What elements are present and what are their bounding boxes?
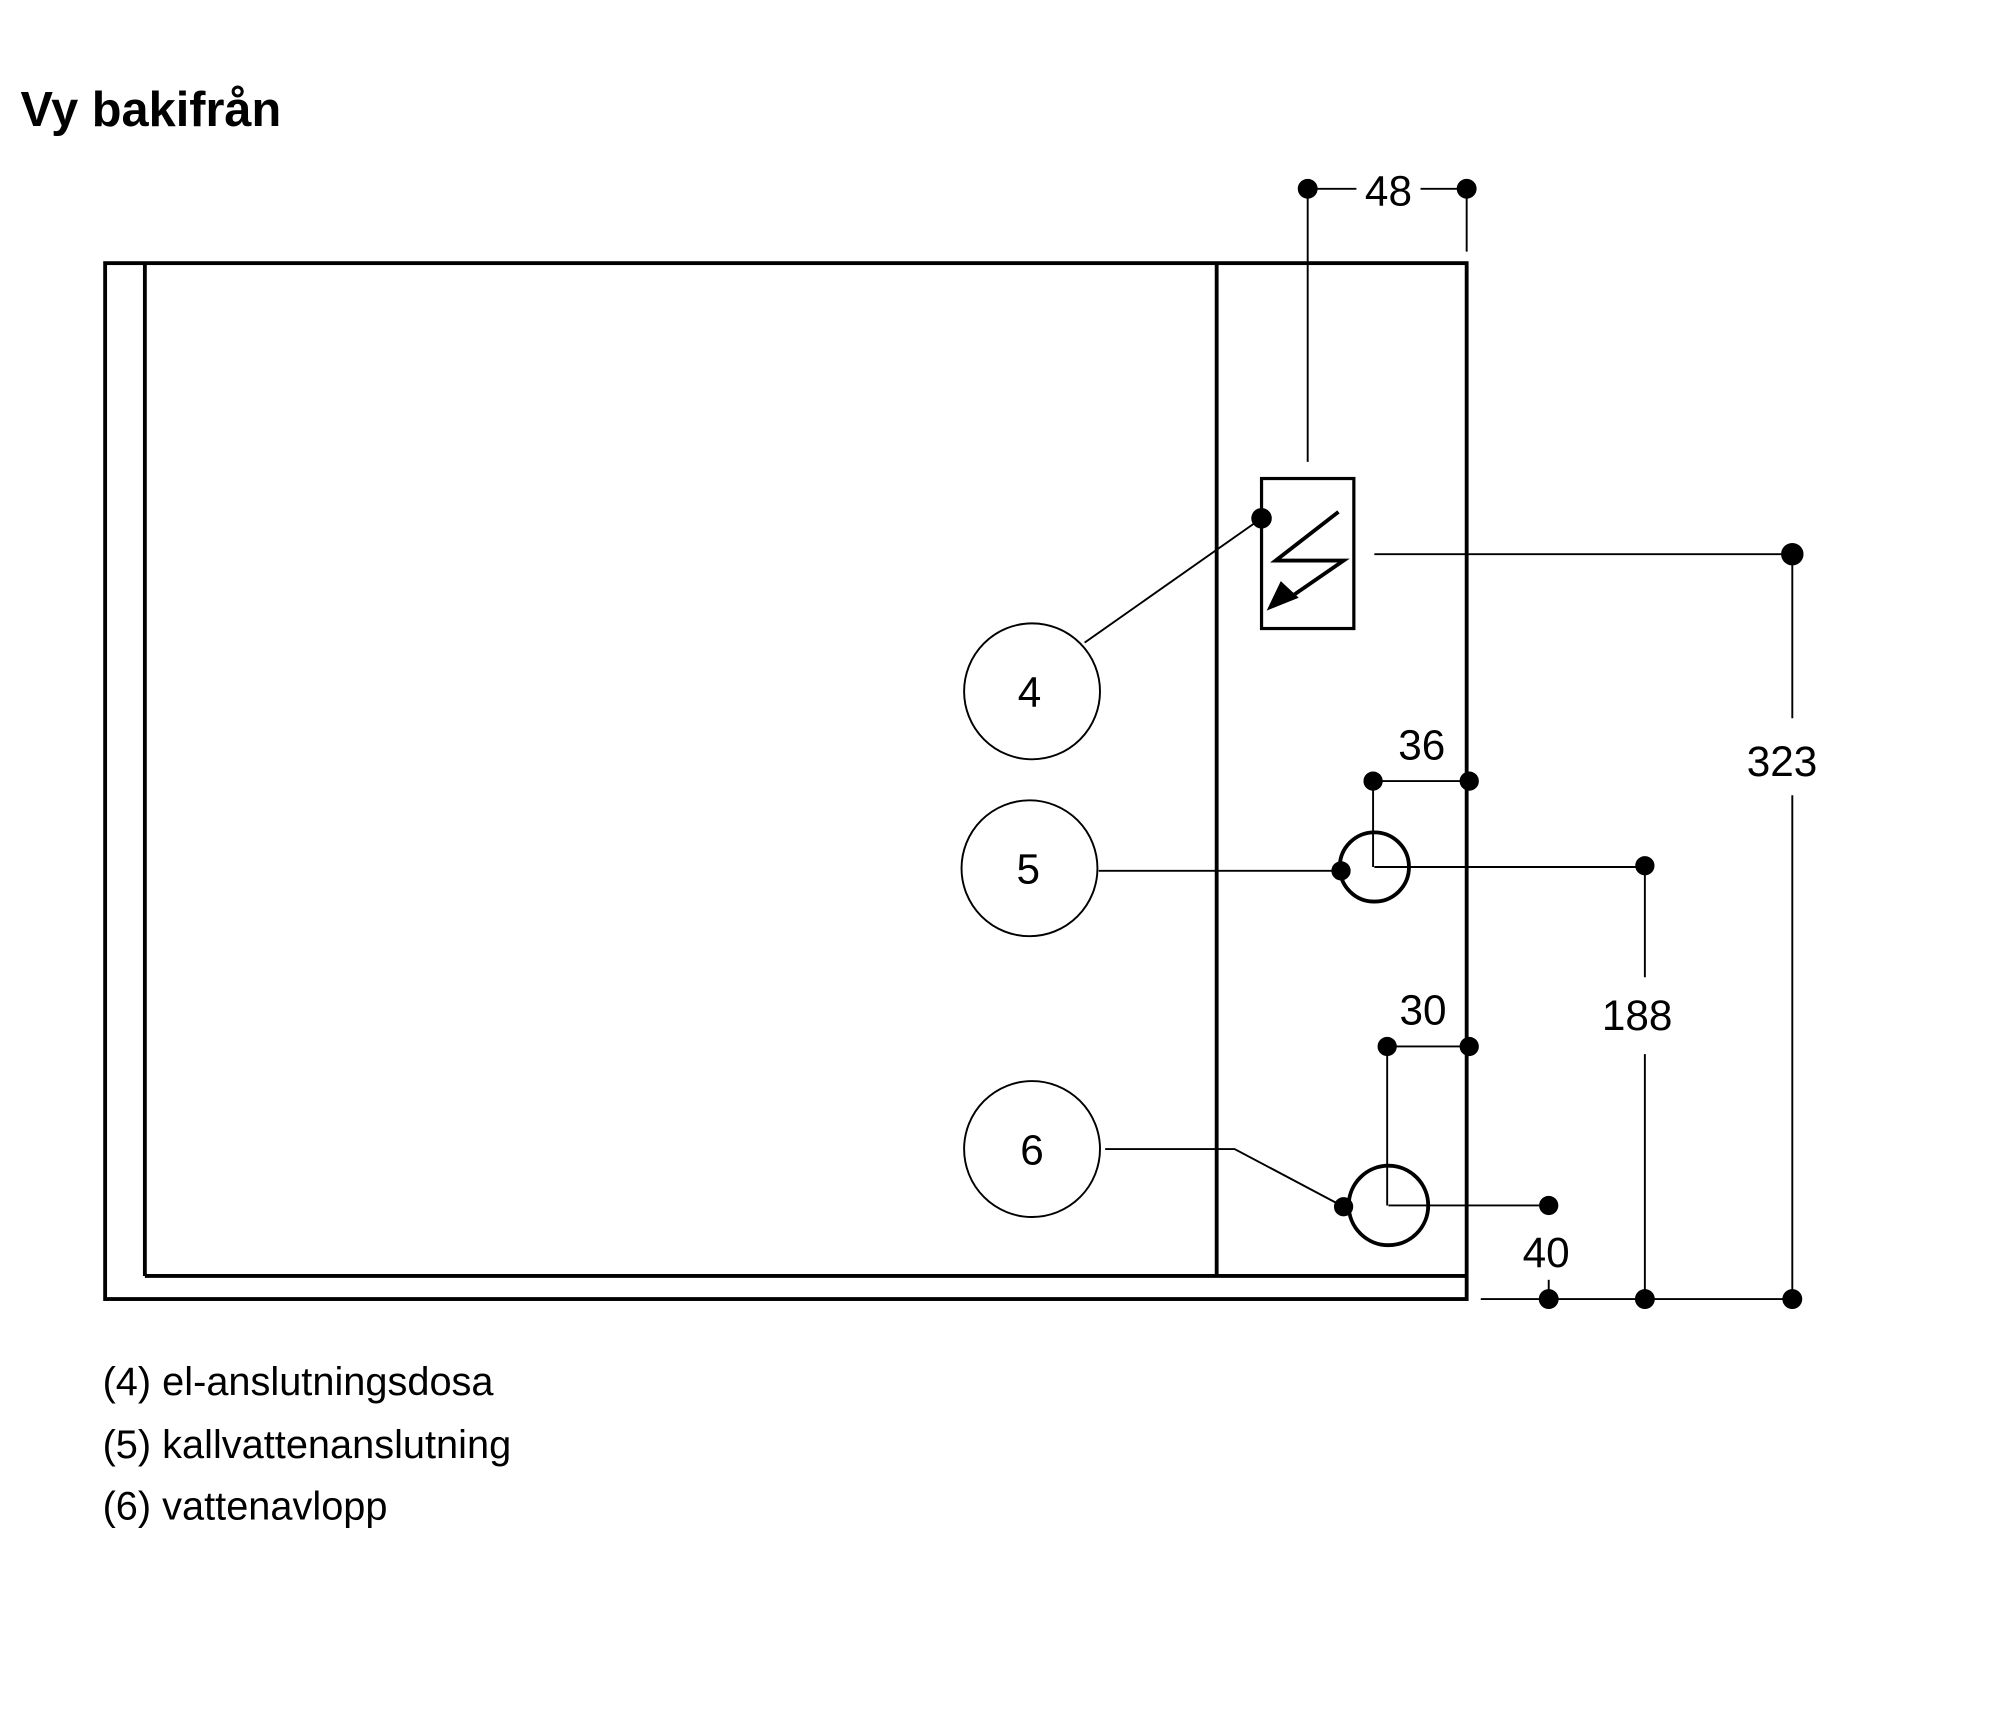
callout-6-circle xyxy=(963,1080,1101,1218)
legend-item-4: (4) el-anslutningsdosa xyxy=(103,1360,495,1404)
dimension-30-label: 30 xyxy=(1400,987,1447,1034)
dimension-48-label: 48 xyxy=(1365,167,1412,214)
dimension-48 xyxy=(1297,178,1477,462)
dimension-188-label: 188 xyxy=(1602,992,1673,1039)
callout-4-circle xyxy=(963,622,1101,761)
electrical-connection-box xyxy=(1251,476,1356,631)
water-drain xyxy=(1105,1036,1559,1300)
cold-water-inlet xyxy=(1098,771,1655,1300)
diagram-title: Vy bakifrån xyxy=(21,83,282,137)
callout-6-label: 6 xyxy=(1020,1126,1044,1173)
legend-item-5: (5) kallvattenanslutning xyxy=(103,1423,512,1467)
dimension-36-label: 36 xyxy=(1398,721,1445,768)
dimension-323 xyxy=(1374,542,1804,1300)
dimension-323-label: 323 xyxy=(1747,738,1818,785)
callout-5-circle xyxy=(960,799,1099,938)
appliance-outline xyxy=(103,261,1469,1301)
baseline-dimension xyxy=(1480,1289,1803,1309)
callout-5-label: 5 xyxy=(1016,846,1040,893)
dimension-40-label: 40 xyxy=(1523,1229,1570,1276)
lightning-icon xyxy=(1266,510,1350,611)
legend-item-6: (6) vattenavlopp xyxy=(103,1485,388,1529)
callout-4-label: 4 xyxy=(1018,669,1042,716)
